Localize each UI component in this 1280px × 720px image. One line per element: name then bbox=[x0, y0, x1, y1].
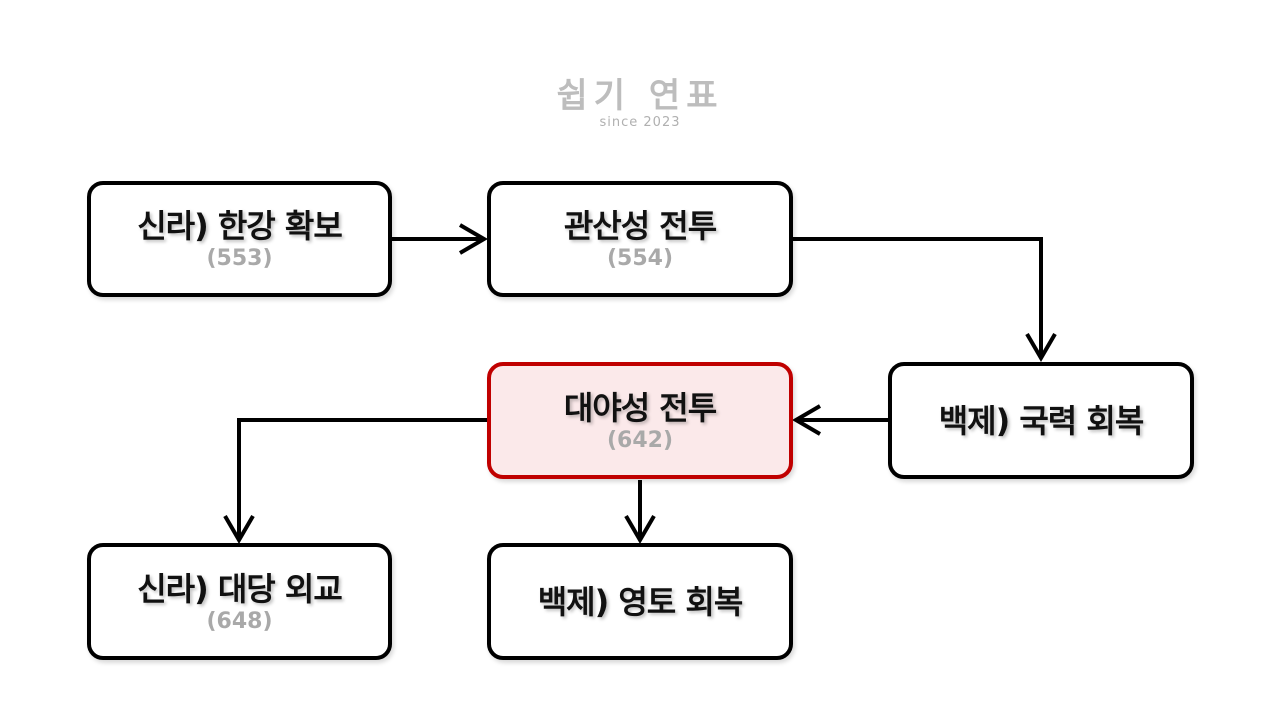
node-title: 백제) 영토 회복 bbox=[537, 582, 744, 621]
watermark-title: 쉽기 연표 bbox=[556, 76, 724, 116]
node-title: 백제) 국력 회복 bbox=[938, 401, 1145, 440]
edge-n1-n2 bbox=[392, 223, 488, 255]
watermark-subtitle: since 2023 bbox=[599, 115, 681, 130]
node-year: (648) bbox=[206, 608, 273, 634]
node-title: 신라) 한강 확보 bbox=[137, 207, 343, 245]
node-gwansanseong-battle: 관산성 전투 (554) bbox=[487, 181, 793, 297]
edge-n4-n5 bbox=[223, 418, 488, 544]
node-title: 신라) 대당 외교 bbox=[137, 569, 343, 608]
node-silla-tang-diplomacy: 신라) 대당 외교 (648) bbox=[87, 543, 392, 660]
node-year: (553) bbox=[206, 246, 273, 271]
node-year: (642) bbox=[606, 427, 674, 453]
edge-n2-n3 bbox=[792, 237, 1057, 362]
node-title: 대야성 전투 bbox=[563, 388, 717, 427]
edge-n3-n4 bbox=[792, 404, 888, 436]
node-baekje-power-recovery: 백제) 국력 회복 bbox=[888, 362, 1194, 479]
node-silla-han-river: 신라) 한강 확보 (553) bbox=[87, 181, 392, 297]
node-daeyaseong-battle: 대야성 전투 (642) bbox=[487, 362, 793, 479]
node-year: (554) bbox=[606, 246, 674, 271]
node-title: 관산성 전투 bbox=[563, 207, 717, 245]
watermark-logo: 쉽기 연표 since 2023 bbox=[520, 76, 760, 130]
edge-n4-n6 bbox=[624, 480, 656, 544]
node-baekje-territory-recovery: 백제) 영토 회복 bbox=[487, 543, 793, 660]
